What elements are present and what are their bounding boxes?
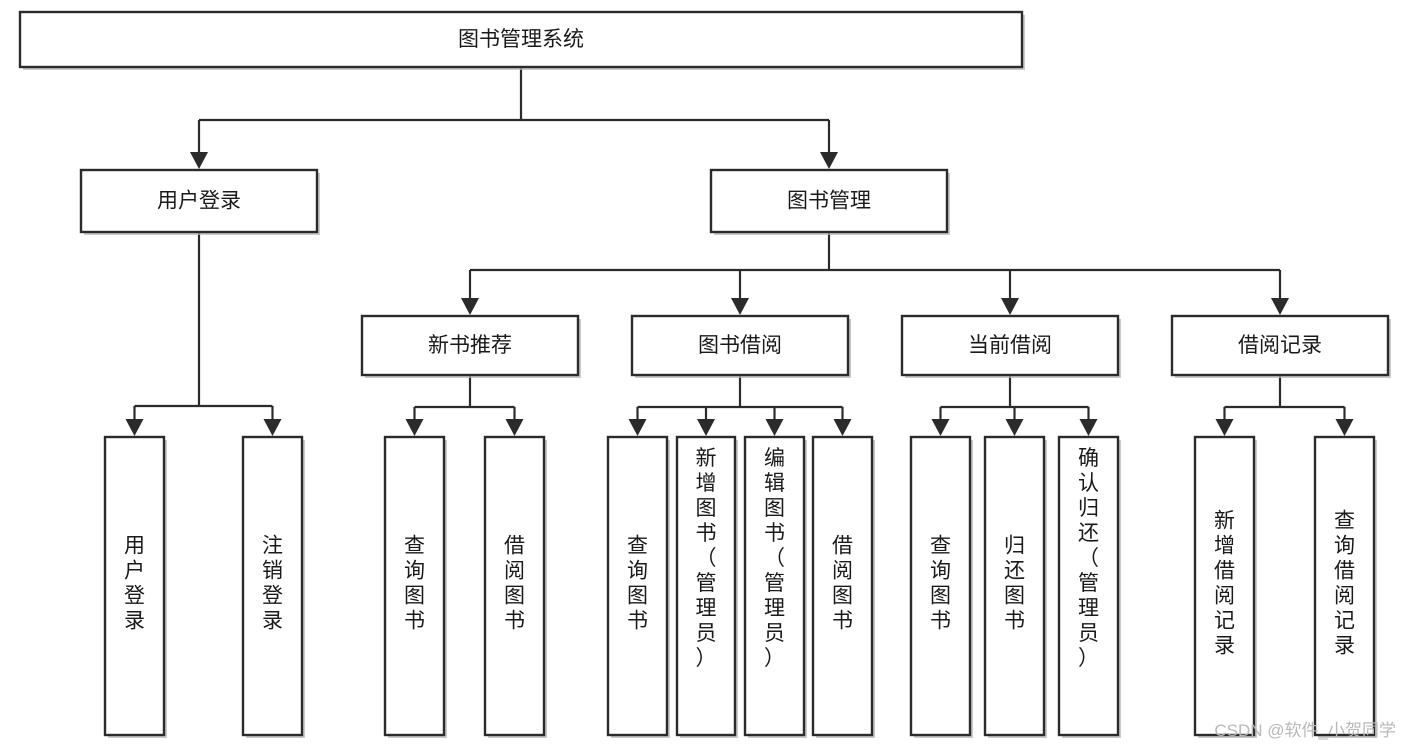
node-label: 图书管理系统 xyxy=(458,28,584,51)
feature-node[interactable]: 注销登录 xyxy=(241,435,305,738)
connector-group xyxy=(405,375,524,436)
node-label: 借阅图书 xyxy=(504,535,525,633)
arrow-head-icon xyxy=(190,152,208,169)
arrow-head-icon xyxy=(1079,419,1098,436)
arrow-head-icon xyxy=(820,152,838,169)
node-label: 新增借阅记录 xyxy=(1214,510,1235,658)
submodule-node[interactable]: 图书借阅 xyxy=(630,314,851,378)
node-label: 查询图书 xyxy=(930,535,951,633)
connector-group xyxy=(125,232,282,436)
arrow-head-icon xyxy=(1001,298,1019,315)
node-label: 确认归还（管理员） xyxy=(1078,447,1099,670)
arrow-head-icon xyxy=(405,419,424,436)
connector-group xyxy=(931,375,1098,436)
root-node[interactable]: 图书管理系统 xyxy=(18,10,1025,70)
arrow-head-icon xyxy=(833,419,852,436)
connector-lines-group xyxy=(125,67,1354,436)
node-label: 注销登录 xyxy=(262,535,283,633)
arrow-head-icon xyxy=(125,419,144,436)
arrow-head-icon xyxy=(263,419,282,436)
feature-node[interactable]: 查询图书 xyxy=(383,435,447,738)
node-label: 图书管理 xyxy=(787,190,871,213)
node-label: 查询图书 xyxy=(404,535,425,633)
node-label: 归还图书 xyxy=(1004,535,1025,633)
node-label: 借阅记录 xyxy=(1238,334,1322,357)
node-label: 用户登录 xyxy=(124,535,145,633)
arrow-head-icon xyxy=(1335,419,1354,436)
node-label: 新书推荐 xyxy=(428,334,512,357)
node-label: 编辑图书（管理员） xyxy=(764,447,785,670)
feature-node[interactable]: 归还图书 xyxy=(983,435,1047,738)
feature-node[interactable]: 查询图书 xyxy=(606,435,670,738)
feature-node[interactable]: 用户登录 xyxy=(103,435,167,738)
csdn-watermark: CSDN @软件_小贺同学 xyxy=(1214,721,1396,740)
node-label: 当前借阅 xyxy=(968,334,1052,357)
node-label: 新增图书（管理员） xyxy=(696,447,717,670)
arrow-head-icon xyxy=(731,298,749,315)
node-label: 查询借阅记录 xyxy=(1334,510,1355,658)
arrow-head-icon xyxy=(461,298,479,315)
feature-node[interactable]: 编辑图书（管理员） xyxy=(743,435,807,738)
node-label: 图书借阅 xyxy=(698,334,782,357)
arrow-head-icon xyxy=(628,419,647,436)
feature-node[interactable]: 新增图书（管理员） xyxy=(675,435,738,738)
feature-node[interactable]: 确认归还（管理员） xyxy=(1057,435,1121,738)
arrow-head-icon xyxy=(931,419,950,436)
arrow-head-icon xyxy=(1215,419,1234,436)
feature-node[interactable]: 借阅图书 xyxy=(811,435,875,738)
submodule-node[interactable]: 借阅记录 xyxy=(1170,314,1391,378)
nodes-group: 图书管理系统用户登录图书管理新书推荐图书借阅当前借阅借阅记录用户登录注销登录查询… xyxy=(18,10,1391,738)
submodule-node[interactable]: 当前借阅 xyxy=(900,314,1121,378)
feature-node[interactable]: 新增借阅记录 xyxy=(1193,435,1257,738)
module-node[interactable]: 图书管理 xyxy=(709,168,950,235)
arrow-head-icon xyxy=(1271,298,1289,315)
module-node[interactable]: 用户登录 xyxy=(79,168,320,235)
connector-group xyxy=(628,375,852,436)
arrow-head-icon xyxy=(1005,419,1024,436)
connector-group xyxy=(190,67,838,169)
feature-node[interactable]: 查询图书 xyxy=(909,435,973,738)
feature-node[interactable]: 借阅图书 xyxy=(483,435,547,738)
arrow-head-icon xyxy=(505,419,524,436)
node-label: 用户登录 xyxy=(157,190,241,213)
submodule-node[interactable]: 新书推荐 xyxy=(360,314,581,378)
connector-group xyxy=(1215,375,1354,436)
feature-node[interactable]: 查询借阅记录 xyxy=(1313,435,1377,738)
node-label: 查询图书 xyxy=(627,535,648,633)
arrow-head-icon xyxy=(697,419,715,436)
node-label: 借阅图书 xyxy=(832,535,853,633)
connector-group xyxy=(461,232,1289,315)
arrow-head-icon xyxy=(765,419,784,436)
